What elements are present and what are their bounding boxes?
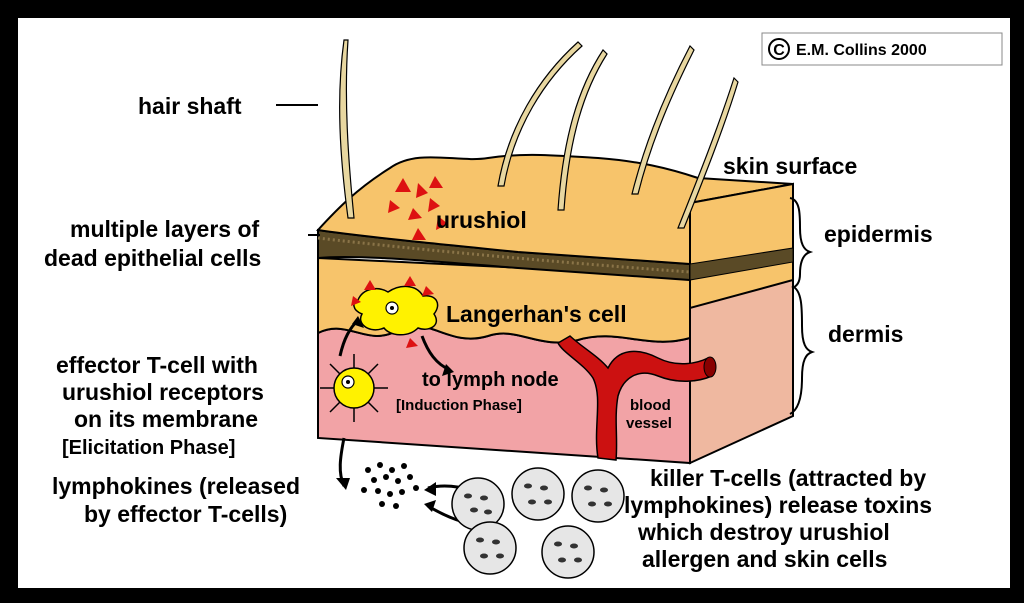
- label-blood: blood: [630, 397, 671, 414]
- label-killer-4: allergen and skin cells: [642, 546, 887, 572]
- dermis-layer: [318, 326, 690, 463]
- skin-diagram: C E.M. Collins 2000: [18, 18, 1010, 588]
- copyright-text: E.M. Collins 2000: [796, 42, 927, 59]
- copyright-notice: C E.M. Collins 2000: [762, 33, 1002, 65]
- label-effector-4: [Elicitation Phase]: [62, 437, 235, 459]
- label-skin-surface: skin surface: [723, 153, 857, 179]
- copyright-symbol: C: [773, 42, 785, 59]
- label-lymphokines-1: lymphokines (released: [52, 473, 300, 499]
- label-multiple-layers-1: multiple layers of: [70, 216, 260, 242]
- label-effector-3: on its membrane: [74, 406, 258, 432]
- label-langerhans-cell: Langerhan's cell: [446, 301, 627, 327]
- killer-t-cell: [572, 470, 624, 522]
- killer-t-cell: [542, 526, 594, 578]
- lymphokines: [361, 462, 419, 509]
- diagram-panel: C E.M. Collins 2000: [18, 18, 1010, 588]
- label-multiple-layers-2: dead epithelial cells: [44, 245, 261, 271]
- label-killer-2: lymphokines) release toxins: [624, 492, 932, 518]
- killer-t-cell: [512, 468, 564, 520]
- label-induction-phase: [Induction Phase]: [396, 397, 522, 414]
- effector-t-cell: [320, 354, 388, 422]
- killer-t-cells: [452, 468, 624, 578]
- label-killer-1: killer T-cells (attracted by: [650, 465, 926, 491]
- label-effector-1: effector T-cell with: [56, 352, 258, 378]
- label-vessel: vessel: [626, 415, 672, 432]
- label-lymph-node: to lymph node: [422, 369, 559, 391]
- label-urushiol: urushiol: [436, 207, 527, 233]
- label-killer-3: which destroy urushiol: [637, 519, 890, 545]
- label-effector-2: urushiol receptors: [62, 379, 264, 405]
- label-hair-shaft: hair shaft: [138, 93, 242, 119]
- killer-t-cell: [464, 522, 516, 574]
- label-epidermis: epidermis: [824, 221, 933, 247]
- label-dermis: dermis: [828, 321, 903, 347]
- label-lymphokines-2: by effector T-cells): [84, 501, 287, 527]
